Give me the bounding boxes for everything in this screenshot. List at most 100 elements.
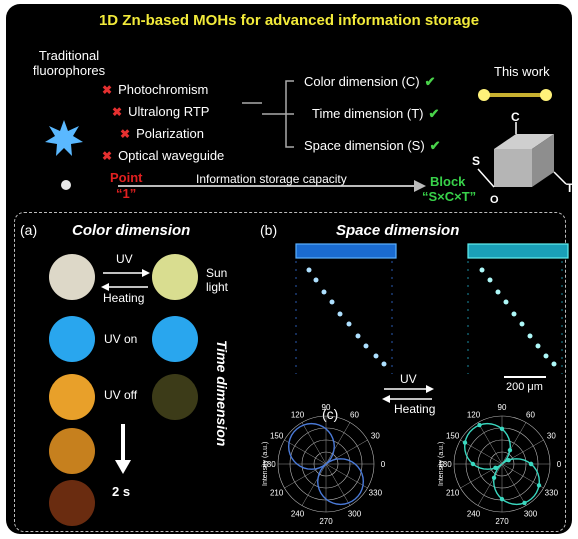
check-icon: ✔ [424,74,436,89]
feature-item-photochromism: ✖Photochromism [102,82,209,97]
waveguide-images [295,243,569,374]
polar-angle-label: 150 [270,432,284,441]
sunlight-line-2: light [206,280,229,294]
point-label: Point [110,170,143,185]
sample-orange-2 [49,428,95,474]
cross-icon: ✖ [120,127,131,141]
sample-blue-2 [152,316,198,362]
polar-point [536,483,542,488]
axis-o-label: O [490,194,499,206]
polar-point [507,448,513,453]
polar-angle-label: 120 [467,411,481,420]
traditional-line-2: fluorophores [32,63,106,78]
polar-angle-label: 330 [545,489,559,498]
sample-blue-1 [49,316,95,362]
polar-angle-label: 60 [526,411,535,420]
starburst-icon [45,120,83,156]
traditional-line-1: Traditional [38,48,100,63]
this-work-label: This work [494,64,550,79]
axis-t-label: T [566,181,572,195]
check-icon: ✔ [428,106,440,121]
polar-point [522,500,527,506]
polar-angle-label: 180 [438,460,452,469]
dimension-color: Color dimension (C)✔ [304,74,436,89]
panel-a-label: (a) [20,222,38,238]
polar-point [470,461,476,467]
polar-angle-label: 150 [446,432,460,441]
feature-item-waveguide: ✖Optical waveguide [102,148,225,163]
polar-angle-label: 300 [348,509,362,518]
polar-angle-label: 60 [350,411,359,420]
panels-container [14,212,566,532]
glowing-rod [478,89,552,101]
panel-a-title: Color dimension [72,222,191,239]
polar-angle-label: 330 [369,489,383,498]
polar-angle-label: 210 [270,489,284,498]
polar-angle-label: 270 [319,517,333,526]
heating-label-a: Heating [103,291,145,305]
panel-arrows [101,269,546,474]
axis-c-label: C [511,110,520,124]
scale-bar-label: 200 μm [506,381,543,393]
polar-point [491,475,497,480]
feature-item-polarization: ✖Polarization [120,126,204,141]
uv-label-b: UV [400,372,417,386]
panel-b-label: (b) [260,222,278,238]
cube-icon [477,122,567,188]
sunlight-label: Sun light [206,266,228,294]
polar-point [506,457,511,463]
sample-olive [152,374,198,420]
cross-icon: ✖ [112,105,123,119]
feature-item-rtp: ✖Ultralong RTP [112,104,210,119]
polar-angle-label: 270 [495,517,509,526]
polar-angle-label: 30 [547,432,556,441]
figure-title: 1D Zn-based MOHs for advanced informatio… [98,12,480,29]
uv-on-label: UV on [104,332,138,346]
header-graphics [45,80,567,192]
point-value: “1” [116,186,137,201]
figure-frame: 1D Zn-based MOHs for advanced informatio… [6,4,572,534]
panel-b-title: Space dimension [336,222,460,239]
cross-icon: ✖ [102,149,113,163]
polar-curve [287,422,365,506]
traditional-fluorophores-label: Traditional fluorophores [14,48,124,78]
polar-point [499,426,505,432]
dimension-time: Time dimension (T)✔ [312,106,440,121]
axis-s-label: S [472,154,481,168]
dimension-space: Space dimension (S)✔ [304,138,441,153]
polar-angle-label: 0 [381,460,386,469]
polar-point [462,440,468,445]
polar-angle-label: 210 [446,489,460,498]
polar-point [499,496,505,502]
polar-point [493,465,498,471]
polar-point [477,422,482,428]
check-icon: ✔ [429,138,441,153]
polar-angle-label: 30 [371,432,380,441]
polar-angle-label: 120 [291,411,305,420]
polar-angle-label: 240 [291,509,305,518]
sample-orange [49,374,95,420]
sunlight-line-1: Sun [206,266,228,280]
polar-angle-label: 300 [524,509,538,518]
uv-label-a: UV [116,252,133,266]
polar-point [528,461,534,467]
polar-angle-label: 90 [322,403,331,412]
block-value: “S×C×T” [422,189,477,204]
polar-angle-label: 90 [498,403,507,412]
block-label: Block [430,174,466,189]
cross-icon: ✖ [102,83,113,97]
polar-plots: 9060300330300270240210180150120906030033… [262,403,561,526]
point-dot [61,180,71,190]
uv-off-label: UV off [104,388,138,402]
time-label: 2 s [112,484,131,499]
sample-yellow-green [152,254,198,300]
polar-angle-label: 0 [557,460,562,469]
polar-angle-label: 180 [262,460,276,469]
heating-label-b: Heating [394,402,436,416]
capacity-label: Information storage capacity [196,172,347,186]
polar-angle-label: 240 [467,509,481,518]
sample-brown [49,480,95,526]
sample-white [49,254,95,300]
